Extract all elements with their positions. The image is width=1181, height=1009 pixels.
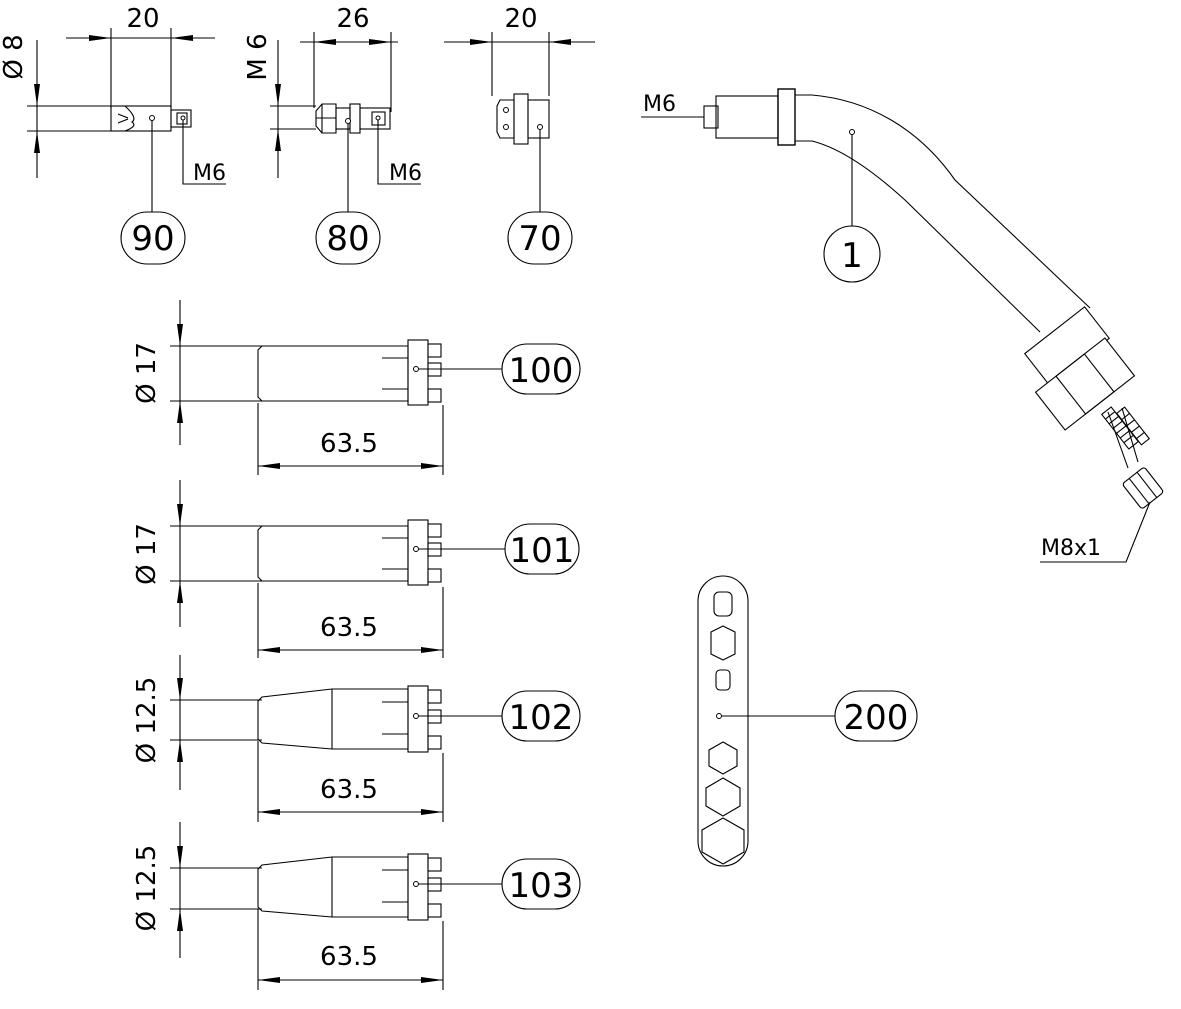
part-90-number: 90	[131, 219, 174, 259]
wrench-outline	[697, 575, 749, 867]
part-103-number: 103	[509, 866, 574, 906]
part-100-ref-dot	[413, 366, 419, 372]
part-200-bubble	[834, 690, 918, 742]
part-70-number: 70	[518, 219, 561, 259]
part-100-length-label: 63.5	[320, 429, 378, 459]
part-102-ref-dot	[413, 713, 419, 719]
part-100-number: 100	[509, 351, 574, 391]
part-101-number: 101	[510, 531, 575, 571]
part-200-number: 200	[844, 698, 909, 738]
part-80-ref-dot	[345, 118, 351, 124]
part-1-bubble	[823, 225, 881, 283]
part-102-diameter-label: Ø 12.5	[132, 677, 162, 764]
part-100-bubble	[501, 343, 581, 395]
part-102-number: 102	[509, 698, 574, 738]
part-101: Ø 17 101 63.5	[132, 480, 580, 658]
part-100: Ø 17 100 63.5	[132, 300, 581, 475]
part-90-width-label: 20	[126, 4, 159, 34]
part-101-diameter-label: Ø 17	[132, 523, 162, 585]
part-80-thread-label: M6	[389, 161, 422, 186]
part-101-length-label: 63.5	[320, 613, 378, 643]
neck-tube	[795, 94, 1091, 309]
part-80-width-label: 26	[336, 4, 369, 34]
part-101-bubble	[504, 523, 580, 575]
part-100-diameter-label: Ø 17	[132, 342, 162, 404]
part-90: 20 Ø 8 M6 90	[0, 4, 226, 265]
part-90-diameter-label: Ø 8	[0, 34, 29, 79]
part-80-bubble	[315, 211, 381, 265]
part-200: 200	[697, 575, 918, 867]
part-90-bubble	[120, 211, 186, 265]
part-102-length-label: 63.5	[320, 775, 378, 805]
part-102: Ø 12.5 102 63.5	[132, 655, 581, 822]
part-103-bubble	[501, 858, 581, 910]
part-101-ref-dot	[413, 546, 419, 552]
part-200-ref-dot	[716, 713, 722, 719]
part-103-diameter-label: Ø 12.5	[132, 845, 162, 932]
part-70: 20 70	[444, 4, 595, 265]
part-1-number: 1	[841, 236, 863, 276]
part-1-thread-bottom-label: M8x1	[1041, 536, 1101, 561]
part-103: Ø 12.5 103 63.5	[132, 822, 581, 990]
part-80-number: 80	[326, 219, 369, 259]
part-70-ref-dot	[537, 124, 543, 130]
part-70-bubble	[507, 211, 573, 265]
part-90-thread-label: M6	[193, 161, 226, 186]
part-1: M6 1	[641, 88, 1164, 563]
part-1-thread-top-label: M6	[643, 92, 676, 117]
part-90-ref-dot	[149, 115, 155, 121]
part-1-ref-dot	[849, 129, 855, 135]
part-80-diameter-label: M 6	[243, 33, 273, 80]
part-70-width-label: 20	[504, 4, 537, 34]
part-103-ref-dot	[413, 881, 419, 887]
part-80: 26 M 6 M6 80	[243, 4, 422, 265]
part-102-bubble	[501, 690, 581, 742]
part-103-length-label: 63.5	[320, 942, 378, 972]
